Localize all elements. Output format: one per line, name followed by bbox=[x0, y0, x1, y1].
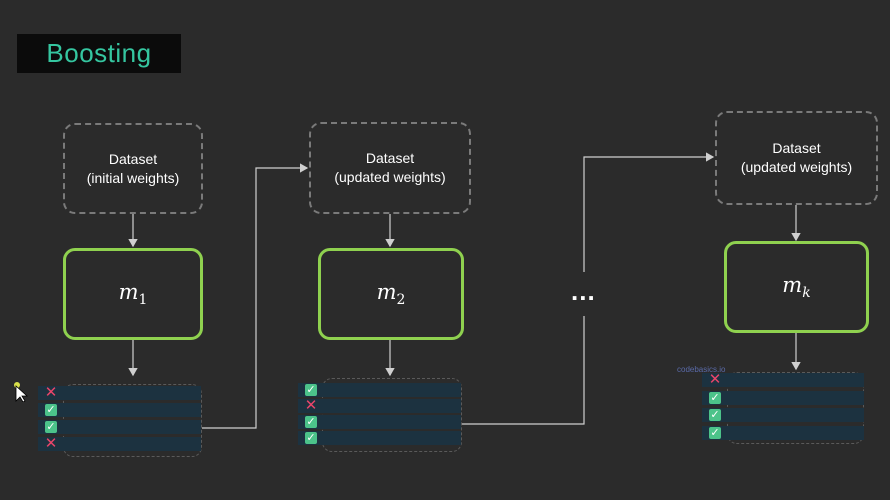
ellipsis: ... bbox=[571, 276, 596, 306]
check-icon: ✓ bbox=[45, 421, 57, 433]
dataset-initial-weights: (initial weights) bbox=[86, 169, 180, 186]
prediction-row bbox=[38, 403, 201, 417]
prediction-row bbox=[298, 431, 461, 445]
model-k-box: mk bbox=[724, 241, 869, 333]
line-rows2-to-ellipsis bbox=[462, 316, 585, 425]
check-icon: ✓ bbox=[305, 432, 317, 444]
model-2-label: m2 bbox=[376, 279, 406, 309]
model-2-box: m2 bbox=[318, 248, 464, 340]
prediction-row bbox=[702, 408, 864, 422]
prediction-row bbox=[702, 425, 864, 440]
prediction-row bbox=[702, 390, 864, 405]
check-icon: ✓ bbox=[45, 404, 57, 416]
prediction-row bbox=[702, 373, 864, 387]
prediction-row bbox=[38, 420, 201, 434]
prediction-row bbox=[298, 399, 461, 413]
cross-icon: ✕ bbox=[44, 435, 58, 452]
prediction-row bbox=[38, 386, 201, 400]
dataset-updated-k-box: Dataset (updated weights) bbox=[715, 111, 878, 205]
check-icon: ✓ bbox=[305, 384, 317, 396]
model-k-label: mk bbox=[782, 272, 811, 302]
dataset-initial-box: Dataset (initial weights) bbox=[63, 123, 203, 214]
arrow-rows1-to-dataset2 bbox=[202, 163, 309, 429]
dataset-initial-label: Dataset bbox=[108, 150, 158, 167]
watermark: codebasics.io bbox=[677, 365, 726, 374]
dataset-updated-k-weights: (updated weights) bbox=[740, 159, 853, 175]
cross-icon: ✕ bbox=[708, 371, 722, 388]
title-banner: Boosting bbox=[17, 34, 181, 73]
cross-icon: ✕ bbox=[44, 384, 58, 401]
dataset-updated-k-label: Dataset bbox=[772, 140, 821, 156]
check-icon: ✓ bbox=[709, 409, 721, 421]
prediction-row bbox=[298, 383, 461, 397]
dataset-updated-1-weights: (updated weights) bbox=[334, 169, 446, 185]
model-1-label: m1 bbox=[118, 279, 148, 309]
dataset-updated-1-label: Dataset bbox=[365, 150, 415, 166]
model-1-box: m1 bbox=[63, 248, 203, 340]
prediction-row bbox=[298, 415, 461, 429]
cross-icon: ✕ bbox=[304, 397, 318, 414]
page-title: Boosting bbox=[46, 38, 152, 68]
arrow-ellipsis-to-datasetk bbox=[583, 152, 715, 272]
check-icon: ✓ bbox=[709, 391, 721, 404]
prediction-row bbox=[38, 437, 201, 451]
check-icon: ✓ bbox=[305, 416, 317, 428]
mouse-cursor-icon bbox=[14, 382, 28, 402]
dataset-updated-1-box: Dataset (updated weights) bbox=[309, 122, 471, 214]
check-icon: ✓ bbox=[709, 426, 721, 439]
